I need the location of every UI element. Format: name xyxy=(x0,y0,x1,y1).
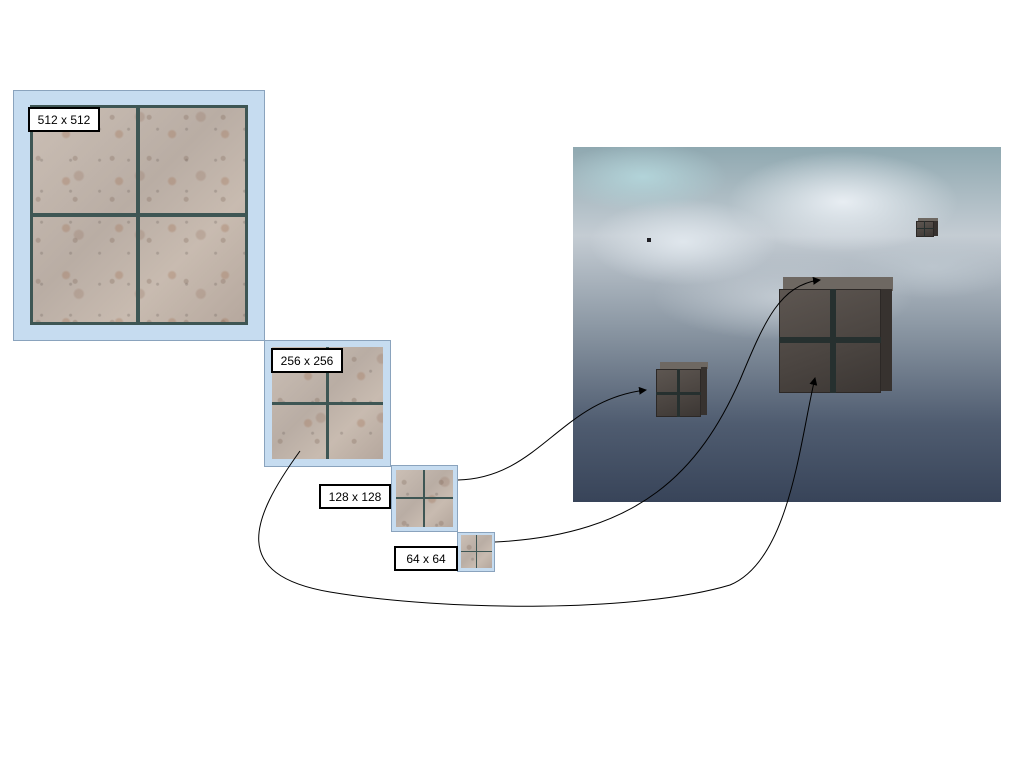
texture-tile-512 xyxy=(30,105,248,325)
cube-mid xyxy=(656,362,708,418)
mipmap-label-512: 512 x 512 xyxy=(28,107,100,132)
tile-grout-horizontal xyxy=(272,402,383,405)
cube-near xyxy=(779,277,893,394)
texture-tile-64 xyxy=(461,535,492,568)
tile-grout-horizontal xyxy=(461,551,492,552)
tile-border-top xyxy=(30,105,248,108)
tile-grout-horizontal xyxy=(30,213,248,217)
mipmap-label-64: 64 x 64 xyxy=(394,546,458,571)
tile-grout-horizontal xyxy=(396,497,453,499)
rendered-scene xyxy=(573,147,1001,502)
tile-border-right xyxy=(245,105,248,325)
cube-far xyxy=(916,218,938,237)
mipmap-label-128: 128 x 128 xyxy=(319,484,391,509)
tile-border-bottom xyxy=(30,322,248,325)
mipmap-label-256: 256 x 256 xyxy=(271,348,343,373)
texture-tile-128 xyxy=(396,470,453,527)
cube-tiny xyxy=(647,238,651,242)
tile-border-left xyxy=(30,105,33,325)
